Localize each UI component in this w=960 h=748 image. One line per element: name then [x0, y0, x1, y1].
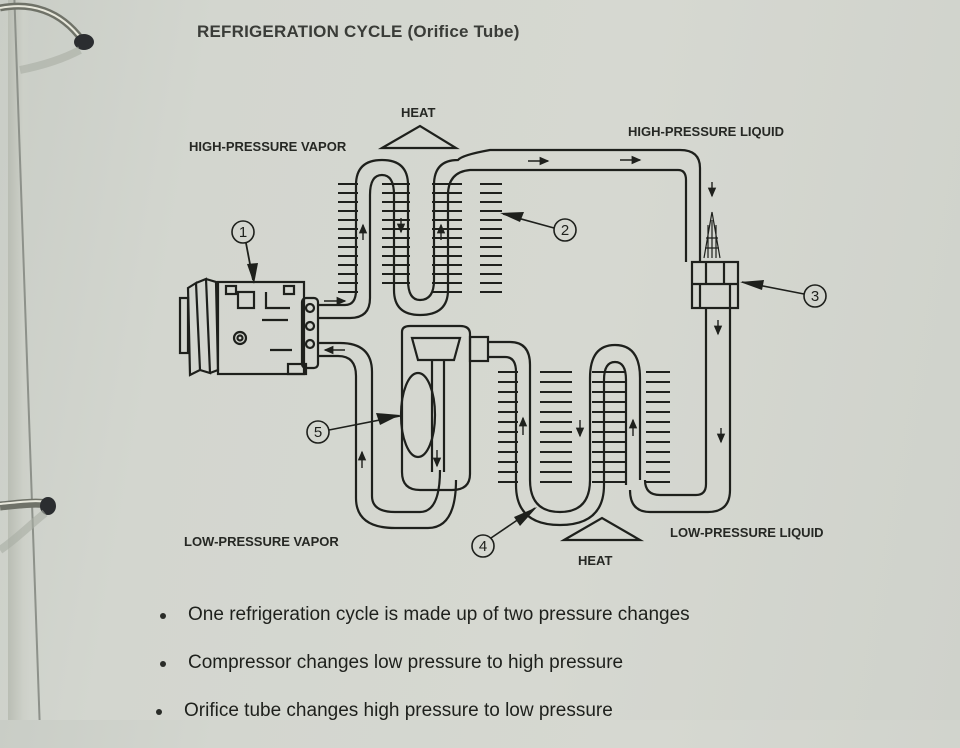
- bullet-item: One refrigeration cycle is made up of tw…: [160, 604, 690, 652]
- bullet-dot: [156, 709, 162, 715]
- condenser-fins: [338, 183, 502, 293]
- bullet-item: Compressor changes low pressure to high …: [160, 652, 690, 700]
- callout-2-number: 2: [561, 222, 569, 239]
- accumulator-body: [400, 324, 472, 492]
- orifice-screen: [703, 211, 721, 259]
- label-heat-top: HEAT: [401, 105, 436, 120]
- evaporator-fitting: [468, 335, 490, 363]
- label-heat-bottom: HEAT: [578, 553, 613, 568]
- bullet-item: Orifice tube changes high pressure to lo…: [156, 700, 690, 748]
- callout-5-number: 5: [314, 424, 322, 441]
- label-low-pressure-liquid: LOW-PRESSURE LIQUID: [670, 525, 824, 540]
- callout-1-number: 1: [239, 224, 247, 241]
- label-high-pressure-liquid: HIGH-PRESSURE LIQUID: [628, 124, 785, 139]
- bullet-dot: [160, 613, 166, 619]
- binder-ring-top: [0, 2, 94, 74]
- compressor: [178, 277, 320, 377]
- page-title: REFRIGERATION CYCLE (Orifice Tube): [197, 22, 520, 41]
- evaporator-fins: [498, 371, 670, 483]
- callout-2: 2: [500, 212, 577, 242]
- callout-5: 5: [306, 413, 401, 444]
- callout-1: 1: [231, 220, 258, 284]
- bullet-text: Orifice tube changes high pressure to lo…: [184, 700, 613, 721]
- evaporator-tube-outer: [488, 340, 642, 514]
- heat-triangle-top: [377, 124, 460, 150]
- flow-arrows: [323, 155, 726, 468]
- callout-4: 4: [471, 507, 537, 558]
- bullet-dot: [160, 661, 166, 667]
- evaporator-tube-inner: [488, 355, 628, 527]
- heat-triangle-bottom: [559, 516, 645, 542]
- callout-3-number: 3: [811, 288, 819, 305]
- bullet-list: One refrigeration cycle is made up of tw…: [156, 604, 690, 748]
- callout-3: 3: [740, 280, 827, 308]
- label-low-pressure-vapor: LOW-PRESSURE VAPOR: [184, 534, 339, 549]
- bullet-text: One refrigeration cycle is made up of tw…: [188, 604, 690, 625]
- liquid-line: [628, 308, 732, 514]
- bullet-text: Compressor changes low pressure to high …: [188, 652, 624, 673]
- accumulator-cap: [410, 336, 462, 362]
- condenser-tube-outer: [318, 148, 702, 307]
- condenser-tube-inner: [318, 168, 688, 320]
- suction-line: [318, 341, 458, 530]
- binder-ring-bottom: [0, 497, 56, 554]
- label-high-pressure-vapor: HIGH-PRESSURE VAPOR: [189, 139, 347, 154]
- callout-4-number: 4: [479, 538, 487, 555]
- accumulator-desiccant: [399, 371, 437, 459]
- refrigeration-cycle-diagram: 1 2 3 4 5: [178, 124, 827, 558]
